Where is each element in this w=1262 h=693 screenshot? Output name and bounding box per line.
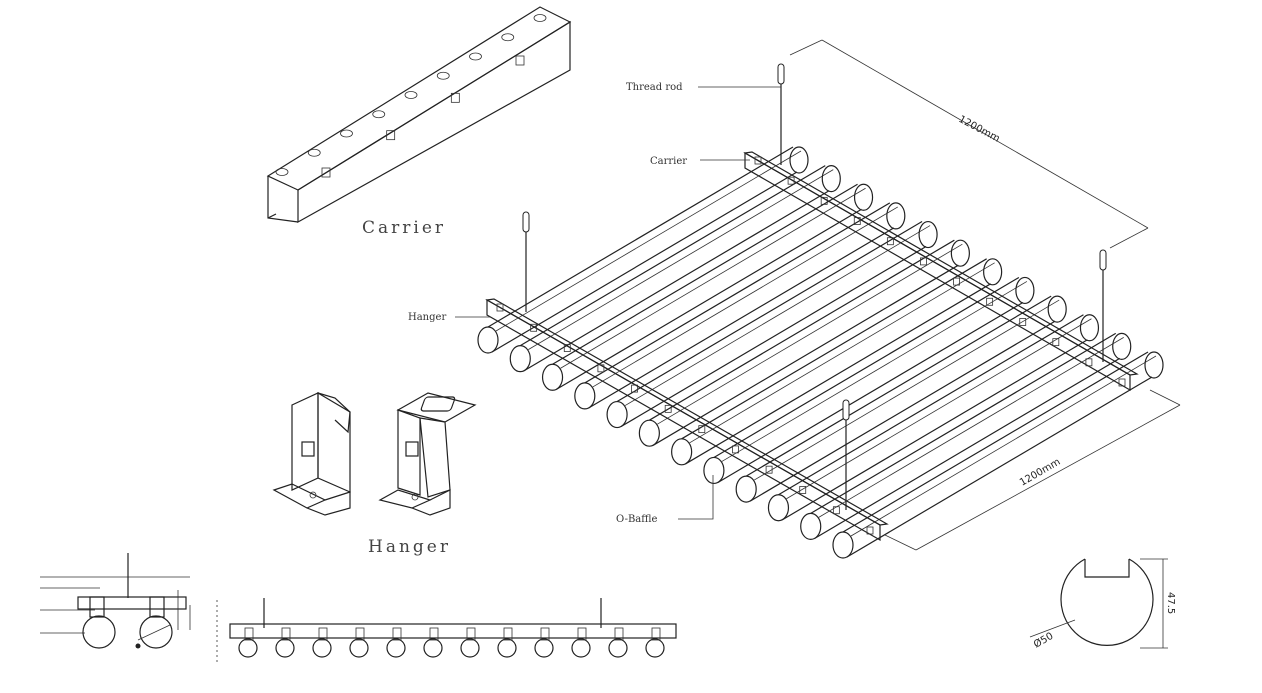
- dimension-bottom: [884, 389, 1181, 551]
- hanger-clip: [503, 627, 513, 641]
- thread-rod-label: Thread rod: [626, 82, 683, 93]
- carrier-slot: [886, 237, 894, 246]
- carrier-slot: [631, 384, 638, 393]
- carrier-slot: [1118, 378, 1126, 387]
- o-baffle-icon: [767, 314, 1100, 522]
- hanger-clip: [281, 627, 291, 641]
- carrier-hole: [404, 91, 418, 99]
- carrier-hole: [501, 33, 515, 42]
- profile-height-label: 47.5: [1165, 592, 1176, 614]
- o-baffle-icon: [574, 202, 906, 410]
- baffle-profile: [1029, 558, 1168, 649]
- carrier-caption: Carrier: [362, 218, 446, 238]
- carrier-slot: [986, 297, 994, 306]
- o-baffle-icon: [606, 220, 938, 429]
- o-baffle-icon: [571, 638, 591, 658]
- thread-rod: [522, 63, 1107, 510]
- carrier-hole: [533, 14, 547, 22]
- hanger-isometric-1: [272, 391, 351, 516]
- hanger-clip: [318, 627, 328, 641]
- o-baffle-icon: [423, 638, 443, 658]
- carrier-slot: [799, 486, 807, 494]
- carrier-slot: [820, 196, 828, 205]
- o-baffle-icon: [800, 332, 1132, 540]
- hanger-clip: [355, 627, 365, 641]
- section-view: [40, 553, 218, 665]
- o-baffle-icon: [703, 276, 1035, 485]
- carrier-slot: [1019, 318, 1027, 326]
- baffle-callout-label: O-Baffle: [616, 514, 658, 525]
- o-baffle-icon: [238, 638, 258, 658]
- o-baffle-icon: [497, 638, 517, 658]
- o-baffle-icon: [534, 638, 554, 658]
- o-baffle-icon: [386, 638, 406, 658]
- o-baffle-icon: [735, 295, 1067, 503]
- carrier-hole: [372, 110, 386, 119]
- hanger-clip: [540, 627, 550, 641]
- elevation-view: [229, 598, 677, 658]
- o-baffle-icon: [608, 638, 628, 658]
- carrier-slot: [853, 217, 861, 225]
- dimension-top: [789, 39, 1149, 249]
- carrier-slot: [832, 506, 840, 515]
- carrier-slot: [530, 323, 538, 332]
- carrier-slot: [754, 156, 762, 165]
- carrier-hole: [469, 52, 482, 61]
- carrier-slot: [953, 277, 960, 286]
- hanger-clip: [429, 627, 439, 641]
- carrier-isometric: [266, 6, 572, 224]
- profile-diameter-label: Ø50: [1032, 630, 1056, 651]
- carrier-slot: [698, 425, 706, 434]
- carrier-slot: [563, 344, 571, 352]
- o-baffle-icon: [671, 258, 1003, 466]
- hanger-clip: [577, 627, 587, 641]
- carrier-slot: [1085, 358, 1093, 367]
- carrier-slot: [386, 130, 396, 141]
- carrier-slot: [515, 55, 525, 66]
- hanger-clip: [244, 627, 254, 641]
- o-baffle-icon: [541, 183, 874, 391]
- o-baffle-icon: [349, 638, 369, 658]
- carrier-slot: [787, 176, 795, 185]
- carrier-slot: [664, 404, 672, 413]
- carrier-slot: [450, 92, 460, 103]
- carrier-slot: [597, 364, 605, 373]
- hanger-isometric-2: [378, 392, 477, 516]
- carrier-hole: [307, 148, 321, 157]
- o-baffle-icon: [460, 638, 480, 658]
- dimension-bottom-label: 1200mm: [1018, 457, 1062, 489]
- o-baffle-icon: [275, 638, 295, 658]
- o-baffle-icon: [312, 638, 332, 658]
- carrier-slot: [920, 257, 927, 266]
- o-baffle-icon: [645, 638, 665, 658]
- o-baffle-icon: [509, 165, 841, 373]
- carrier-slot: [1052, 338, 1060, 347]
- carrier-hole: [340, 129, 353, 138]
- hanger-caption: Hanger: [368, 537, 451, 557]
- main-assembly: 1200mm 1200mm: [477, 39, 1181, 559]
- hanger-clip: [392, 627, 402, 641]
- o-baffle-icon: [832, 351, 1164, 559]
- carrier-slot: [496, 303, 504, 312]
- hanger-clip: [614, 627, 624, 641]
- callout-lines: [455, 86, 781, 520]
- carrier-hole: [436, 71, 450, 80]
- carrier-slot: [732, 445, 739, 454]
- carrier-slot: [765, 465, 773, 474]
- dimension-top-label: 1200mm: [957, 114, 1002, 145]
- hanger-callout-label: Hanger: [408, 312, 446, 323]
- carrier-slot: [321, 167, 331, 178]
- o-baffle-icon: [477, 146, 809, 354]
- hanger-clip: [651, 627, 661, 641]
- carrier-callout-label: Carrier: [650, 156, 687, 167]
- o-baffle-icon: [638, 239, 970, 447]
- carrier-slot: [866, 526, 874, 535]
- hanger-clip: [466, 627, 476, 641]
- carrier-hole: [275, 168, 289, 176]
